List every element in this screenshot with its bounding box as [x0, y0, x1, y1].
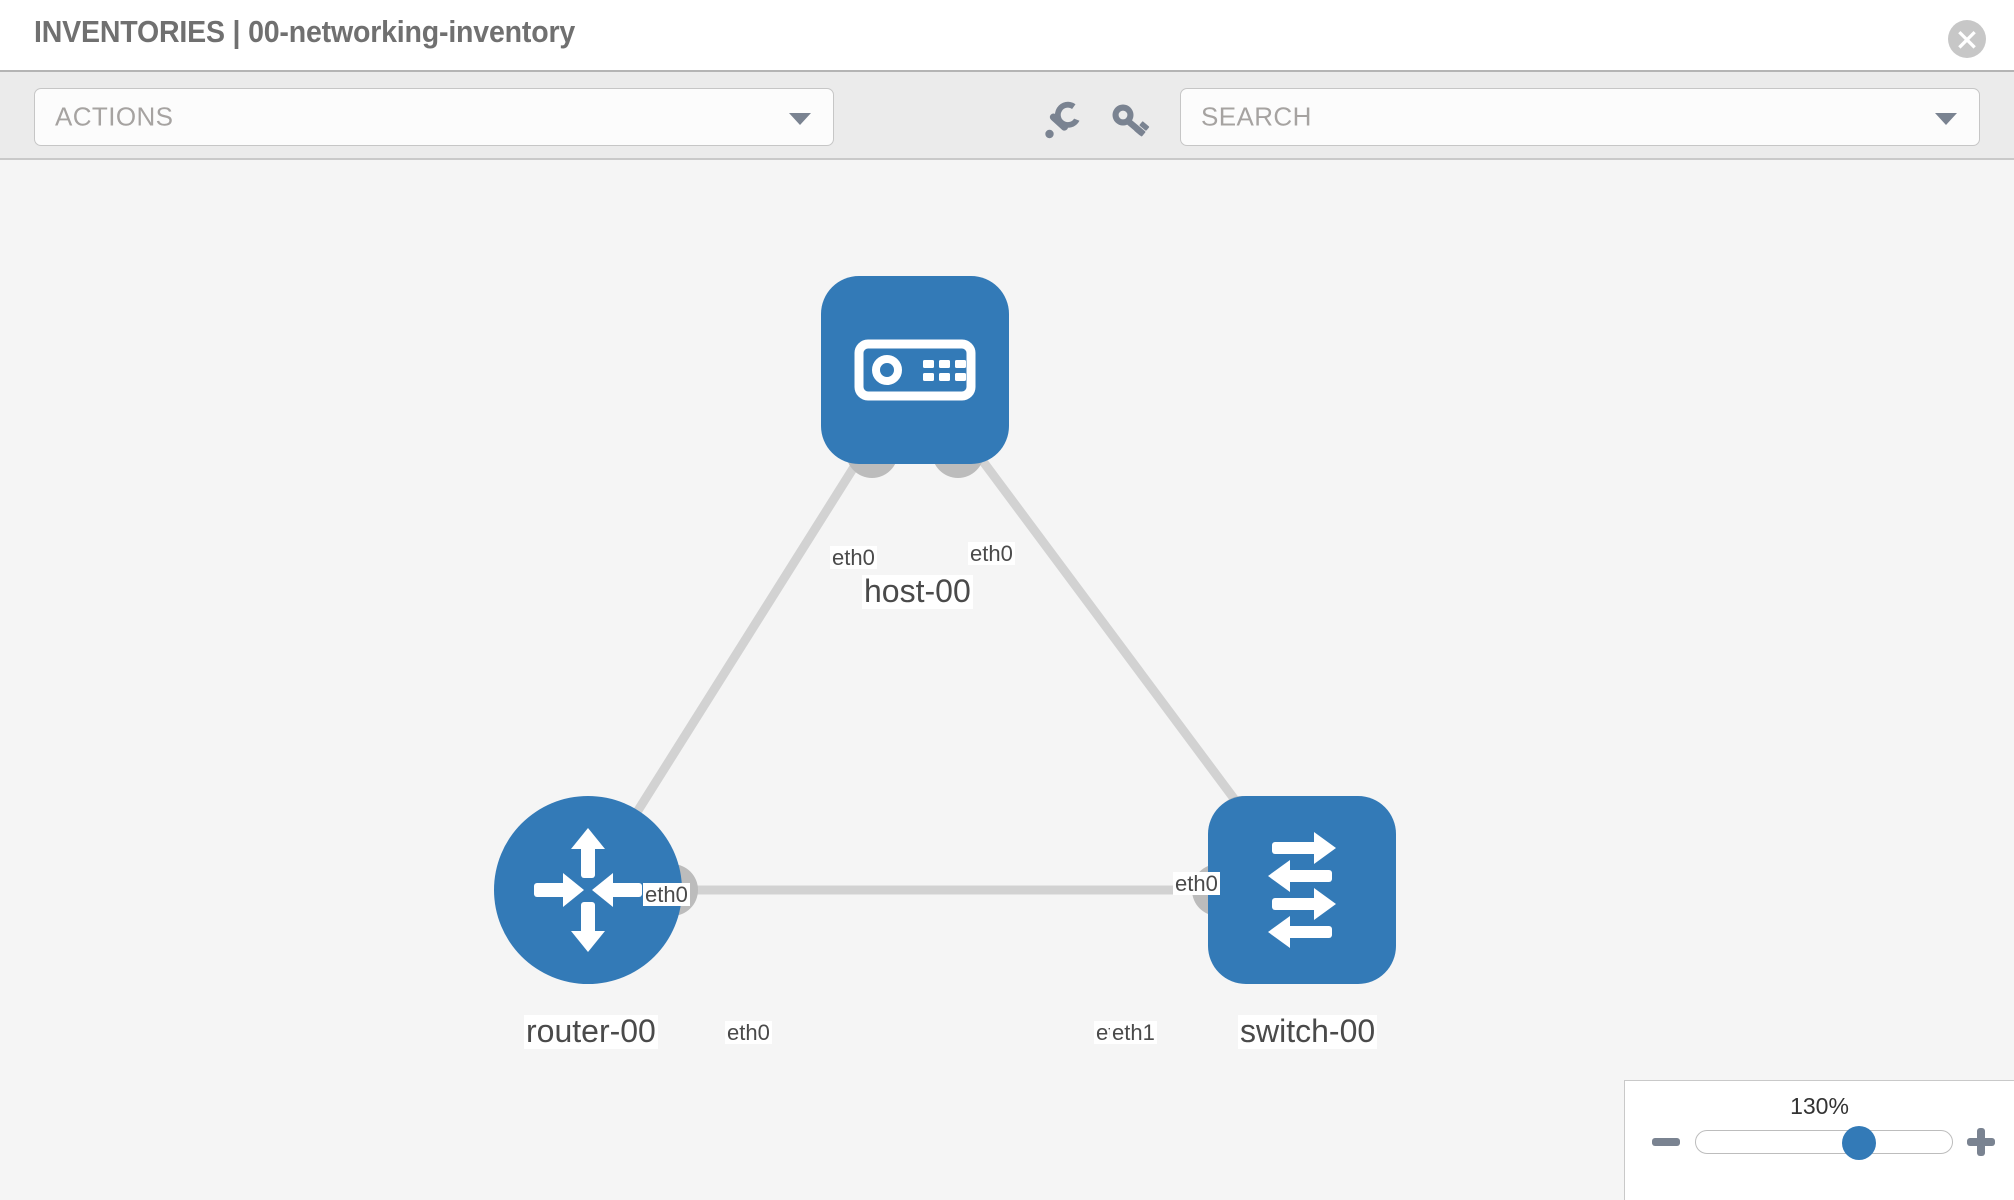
minus-icon[interactable] — [1649, 1125, 1683, 1159]
topology-canvas[interactable]: eth0 eth0 eth0 eth0 eth0 eth0 eth1 host-… — [0, 160, 2014, 1200]
page-header: INVENTORIES | 00-networking-inventory — [0, 0, 2014, 70]
node-label-switch-00: switch-00 — [1238, 1013, 1378, 1049]
edge-label-eth0-switch-host: eth0 — [1173, 871, 1220, 896]
chevron-down-icon — [1935, 113, 1957, 125]
zoom-level-value: 130% — [1790, 1093, 1849, 1119]
edge-label-eth0-host-switch: eth0 — [968, 541, 1015, 566]
node-router-00 — [494, 796, 682, 984]
plus-icon[interactable] — [1964, 1125, 1998, 1159]
actions-dropdown[interactable]: ACTIONS — [34, 88, 834, 146]
wrench-icon[interactable] — [1040, 100, 1086, 142]
close-icon[interactable] — [1948, 20, 1986, 58]
zoom-slider-knob[interactable] — [1841, 1126, 1876, 1160]
actions-dropdown-label: ACTIONS — [55, 101, 174, 132]
edge-label-eth1-switch-router: eth1 — [1110, 1020, 1157, 1045]
node-host-00 — [821, 276, 1009, 464]
topology-ports — [646, 426, 1268, 916]
node-label-host-00: host-00 — [862, 573, 973, 609]
search-placeholder: SEARCH — [1201, 101, 1312, 132]
node-label-router-00: router-00 — [524, 1013, 658, 1049]
search-input[interactable]: SEARCH — [1180, 88, 1980, 146]
node-switch-00 — [1208, 796, 1396, 984]
chevron-down-icon — [789, 113, 811, 125]
edge-label-eth0-router-switch: eth0 — [725, 1020, 772, 1045]
key-icon[interactable] — [1108, 100, 1154, 142]
zoom-slider-track[interactable] — [1695, 1126, 1953, 1160]
edge-label-eth0-router-host: eth0 — [643, 882, 690, 907]
zoom-control-panel: 130% — [1624, 1080, 2014, 1200]
edge-label-eth0-host-router: eth0 — [830, 545, 877, 570]
toolbar: ACTIONS — [0, 70, 2014, 160]
page-title: INVENTORIES | 00-networking-inventory — [34, 14, 576, 49]
